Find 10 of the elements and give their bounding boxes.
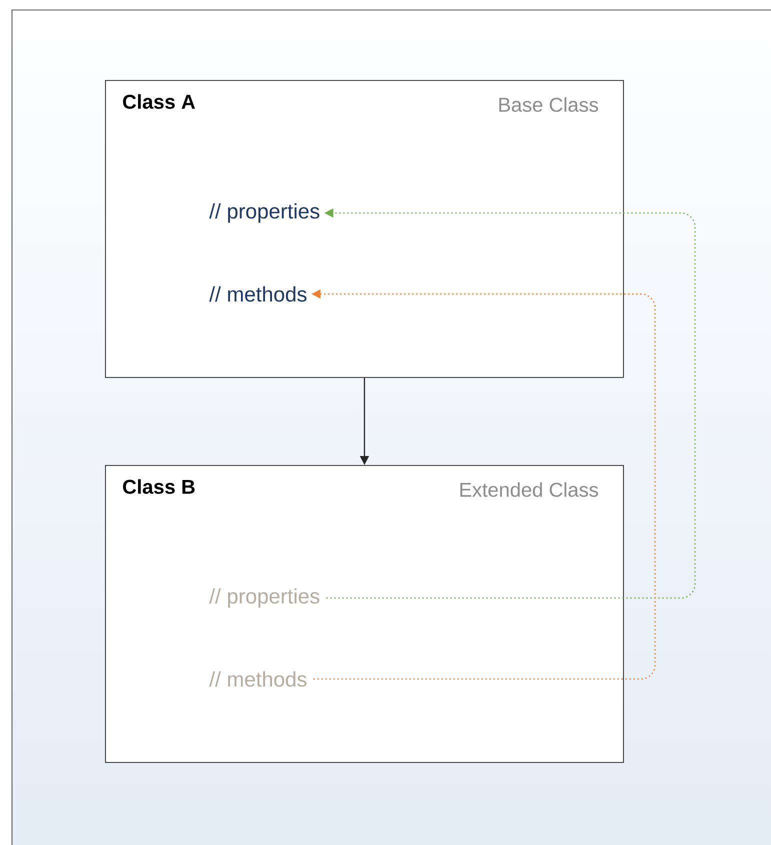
member-text: // methods <box>209 671 306 687</box>
member-text: // properties <box>209 588 320 608</box>
class-label: Extended Class <box>460 482 598 497</box>
class-name: Class B <box>123 479 195 494</box>
class-label: Base Class <box>499 97 598 112</box>
member-text: // properties <box>209 203 320 223</box>
member-text: // methods <box>209 286 306 302</box>
class-name: Class A <box>123 94 196 109</box>
class-box <box>105 80 624 378</box>
class-box <box>105 465 624 763</box>
